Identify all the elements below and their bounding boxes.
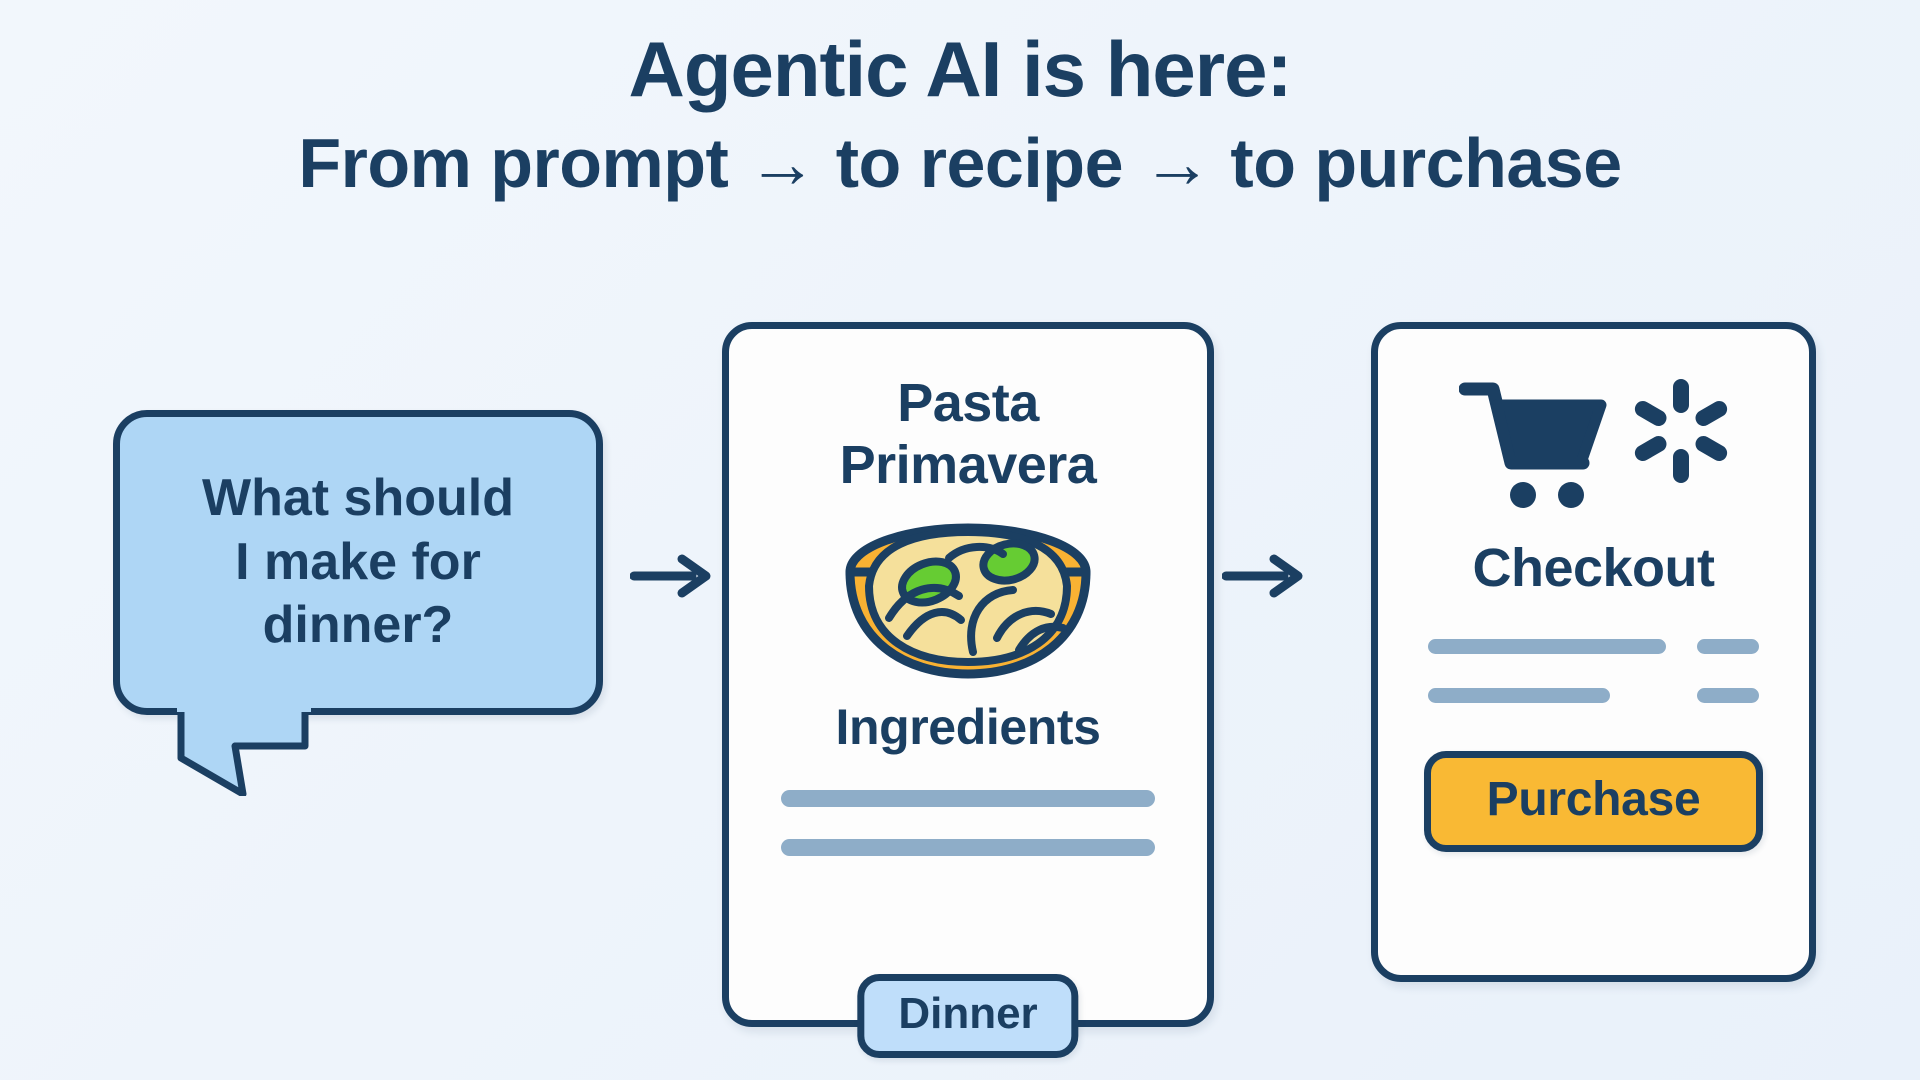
receipt-price-placeholder (1697, 639, 1759, 654)
receipt-price-placeholder (1697, 688, 1759, 703)
prompt-line-3: dinner? (262, 596, 454, 655)
receipt-row (1428, 639, 1759, 654)
recipe-ingredient-placeholders (729, 790, 1207, 857)
ingredient-placeholder-line (781, 790, 1155, 808)
recipe-ingredients-heading: Ingredients (835, 699, 1101, 756)
title-subheadline: From prompt → to recipe → to purchase (298, 124, 1622, 203)
ingredient-placeholder-line (781, 839, 1155, 857)
prompt-line-2: I make for (235, 532, 481, 591)
page-title: Agentic AI is here: From prompt → to rec… (0, 25, 1920, 205)
purchase-button[interactable]: Purchase (1423, 751, 1764, 852)
recipe-title-line-1: Pasta (897, 373, 1039, 433)
arrow-prompt-to-recipe-icon (630, 554, 711, 598)
prompt-bubble-text: What should I make for dinner? (176, 467, 540, 657)
checkout-receipt-placeholders (1378, 639, 1809, 737)
recipe-title: Pasta Primavera (729, 373, 1207, 496)
pasta-bowl-icon (845, 523, 1091, 679)
walmart-spark-icon (1634, 379, 1727, 483)
flow-diagram: What should I make for dinner? Pasta Pri… (0, 322, 1920, 1058)
checkout-card[interactable]: Checkout Purchase (1371, 322, 1816, 982)
recipe-image (729, 510, 1207, 680)
prompt-speech-bubble: What should I make for dinner? (113, 410, 603, 796)
recipe-title-line-2: Primavera (839, 434, 1097, 495)
arrow-recipe-to-checkout-icon (1222, 554, 1303, 598)
receipt-item-placeholder (1428, 688, 1610, 703)
prompt-bubble-body: What should I make for dinner? (113, 410, 603, 715)
shopping-cart-icon (1458, 382, 1606, 508)
dinner-badge[interactable]: Dinner (857, 974, 1079, 1058)
receipt-item-placeholder (1428, 639, 1666, 654)
prompt-line-1: What should (202, 469, 514, 528)
checkout-icon-row (1458, 377, 1729, 515)
recipe-card[interactable]: Pasta Primavera Ingredie (722, 322, 1214, 1058)
speech-bubble-tail-icon (177, 706, 311, 796)
checkout-title: Checkout (1472, 538, 1715, 598)
title-headline: Agentic AI is here: (628, 25, 1293, 113)
receipt-row (1428, 688, 1759, 703)
